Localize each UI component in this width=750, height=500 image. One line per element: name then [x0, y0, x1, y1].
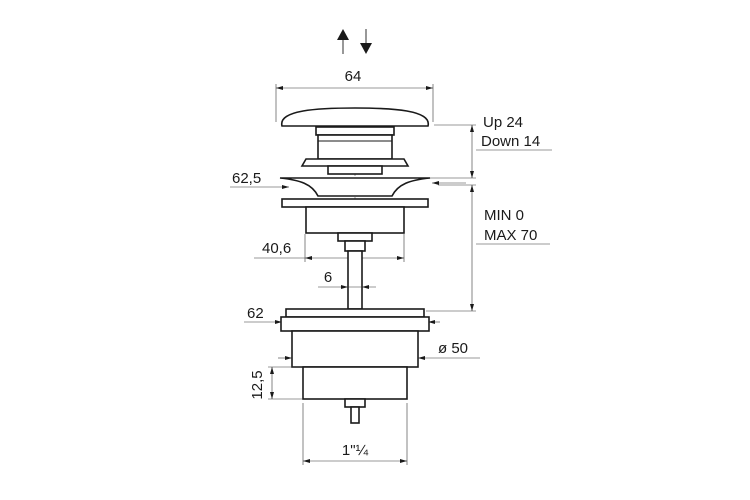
upper-flange [279, 177, 431, 252]
lower-flange-width-dimension [244, 320, 440, 324]
up-down-arrows [337, 29, 372, 54]
lower-body [280, 308, 430, 424]
flange-width-label: 62,5 [232, 170, 261, 187]
thread-diameter-dimension [278, 356, 480, 360]
lower-height-label: 12,5 [249, 370, 266, 399]
rod-diameter-dimension [318, 285, 376, 289]
thread-size-label: 1"¼ [342, 442, 369, 459]
cap-width-dimension [275, 84, 434, 122]
lower-flange-width-label: 62 [247, 305, 264, 322]
thread-diameter-label: ø 50 [438, 340, 468, 357]
thread-size-dimension [302, 403, 408, 465]
cap-width-label: 64 [345, 68, 362, 85]
adjust-max-label: MAX 70 [484, 227, 537, 244]
rod [347, 250, 363, 310]
stroke-down-label: Down 14 [481, 133, 540, 150]
adjust-min-label: MIN 0 [484, 207, 524, 224]
rod-diameter-label: 6 [324, 269, 332, 286]
adjust-range-dimension [426, 184, 550, 312]
cap [281, 107, 429, 175]
body-width-label: 40,6 [262, 240, 291, 257]
body-width-dimension [254, 234, 405, 262]
lower-height-dimension [268, 366, 303, 400]
stroke-up-label: Up 24 [483, 114, 523, 131]
flange-width-dimension [230, 181, 466, 189]
